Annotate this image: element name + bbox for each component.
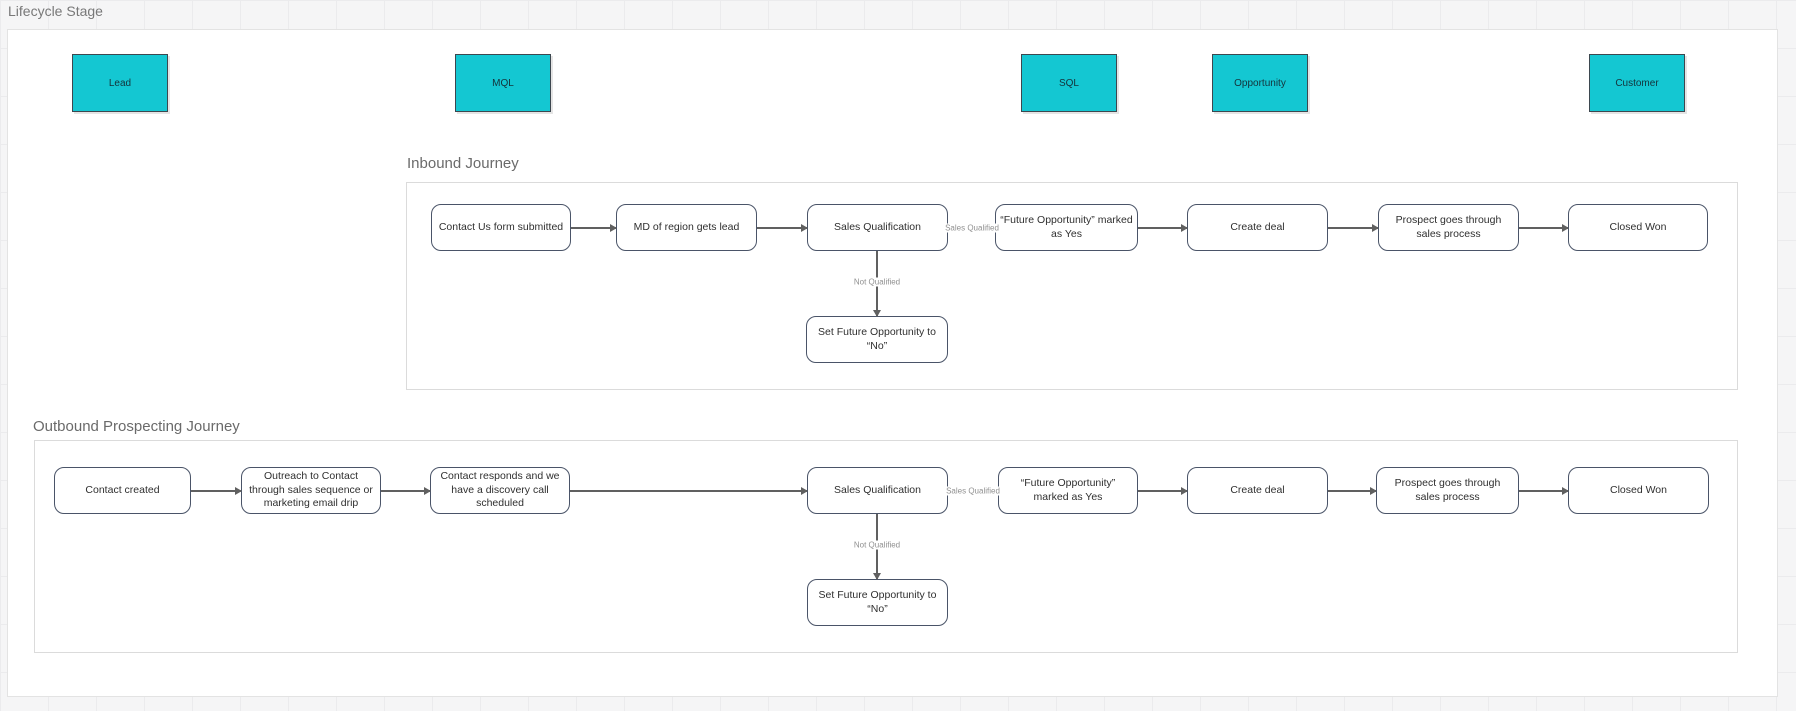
stage-sql[interactable]: SQL [1021, 54, 1117, 112]
outbound-journey-title: Outbound Prospecting Journey [33, 418, 240, 435]
stage-label: Lead [108, 77, 132, 89]
connector-outbound-1-arrow[interactable] [191, 490, 241, 492]
inbound-journey-title: Inbound Journey [407, 155, 519, 172]
node-contact-us-form-submitted[interactable]: Contact Us form submitted [431, 204, 571, 251]
node-label: Outreach to Contact through sales sequen… [249, 470, 373, 510]
edge-label-sales-qualified-outbound[interactable]: Sales Qualified [944, 486, 1002, 496]
node-closed-won-inbound[interactable]: Closed Won [1568, 204, 1708, 251]
node-label: Set Future Opportunity to “No” [818, 588, 937, 615]
node-prospect-sales-process-outbound[interactable]: Prospect goes through sales process [1376, 467, 1519, 514]
connector-inbound-1-arrow[interactable] [571, 227, 616, 229]
node-label: Closed Won [1609, 220, 1667, 233]
stage-mql[interactable]: MQL [455, 54, 551, 112]
edge-label-not-qualified-inbound[interactable]: Not Qualified [851, 277, 903, 287]
node-contact-created[interactable]: Contact created [54, 467, 191, 514]
connector-outbound-5-arrow[interactable] [1138, 490, 1187, 492]
node-create-deal-outbound[interactable]: Create deal [1187, 467, 1328, 514]
node-set-future-opportunity-no-outbound[interactable]: Set Future Opportunity to “No” [807, 579, 948, 626]
stage-opportunity[interactable]: Opportunity [1212, 54, 1308, 112]
connector-outbound-7-arrow[interactable] [1519, 490, 1568, 492]
node-label: Create deal [1230, 220, 1285, 233]
diagram-canvas: Lead MQL SQL Opportunity Customer Inboun… [7, 29, 1778, 697]
stage-label: Customer [1615, 77, 1659, 89]
node-outreach-to-contact[interactable]: Outreach to Contact through sales sequen… [241, 467, 381, 514]
node-future-opportunity-yes-outbound[interactable]: “Future Opportunity” marked as Yes [998, 467, 1138, 514]
node-label: Create deal [1230, 483, 1285, 496]
connector-inbound-5-arrow[interactable] [1328, 227, 1378, 229]
node-label: Set Future Opportunity to “No” [818, 325, 936, 352]
connector-outbound-3-arrow[interactable] [570, 490, 807, 492]
node-label: Sales Qualification [834, 220, 921, 233]
node-create-deal-inbound[interactable]: Create deal [1187, 204, 1328, 251]
node-md-of-region-gets-lead[interactable]: MD of region gets lead [616, 204, 757, 251]
stage-customer[interactable]: Customer [1589, 54, 1685, 112]
connector-outbound-2-arrow[interactable] [381, 490, 430, 492]
node-label: Closed Won [1609, 483, 1667, 496]
node-closed-won-outbound[interactable]: Closed Won [1568, 467, 1709, 514]
node-label: MD of region gets lead [633, 220, 740, 233]
edge-label-not-qualified-outbound[interactable]: Not Qualified [851, 540, 903, 550]
node-sales-qualification-inbound[interactable]: Sales Qualification [807, 204, 948, 251]
node-future-opportunity-yes-inbound[interactable]: “Future Opportunity” marked as Yes [995, 204, 1138, 251]
node-prospect-sales-process-inbound[interactable]: Prospect goes through sales process [1378, 204, 1519, 251]
node-contact-responds-discovery-call[interactable]: Contact responds and we have a discovery… [430, 467, 570, 514]
node-sales-qualification-outbound[interactable]: Sales Qualification [807, 467, 948, 514]
connector-outbound-6-arrow[interactable] [1328, 490, 1376, 492]
frame-title: Lifecycle Stage [8, 3, 103, 19]
node-label: Sales Qualification [834, 483, 921, 496]
stage-label: Opportunity [1234, 77, 1286, 89]
stage-label: SQL [1058, 77, 1079, 89]
node-set-future-opportunity-no-inbound[interactable]: Set Future Opportunity to “No” [806, 316, 948, 363]
node-label: Prospect goes through sales process [1395, 213, 1502, 240]
node-label: Contact Us form submitted [438, 220, 564, 233]
connector-inbound-4-arrow[interactable] [1138, 227, 1187, 229]
connector-inbound-6-arrow[interactable] [1519, 227, 1568, 229]
node-label: “Future Opportunity” marked as Yes [1000, 213, 1133, 240]
connector-inbound-2-arrow[interactable] [757, 227, 807, 229]
node-label: Contact responds and we have a discovery… [440, 470, 560, 510]
edge-label-sales-qualified-inbound[interactable]: Sales Qualified [943, 223, 1001, 233]
node-label: “Future Opportunity” marked as Yes [1020, 476, 1116, 503]
node-label: Prospect goes through sales process [1394, 476, 1501, 503]
stage-label: MQL [492, 77, 514, 89]
node-label: Contact created [85, 483, 160, 496]
stage-lead[interactable]: Lead [72, 54, 168, 112]
